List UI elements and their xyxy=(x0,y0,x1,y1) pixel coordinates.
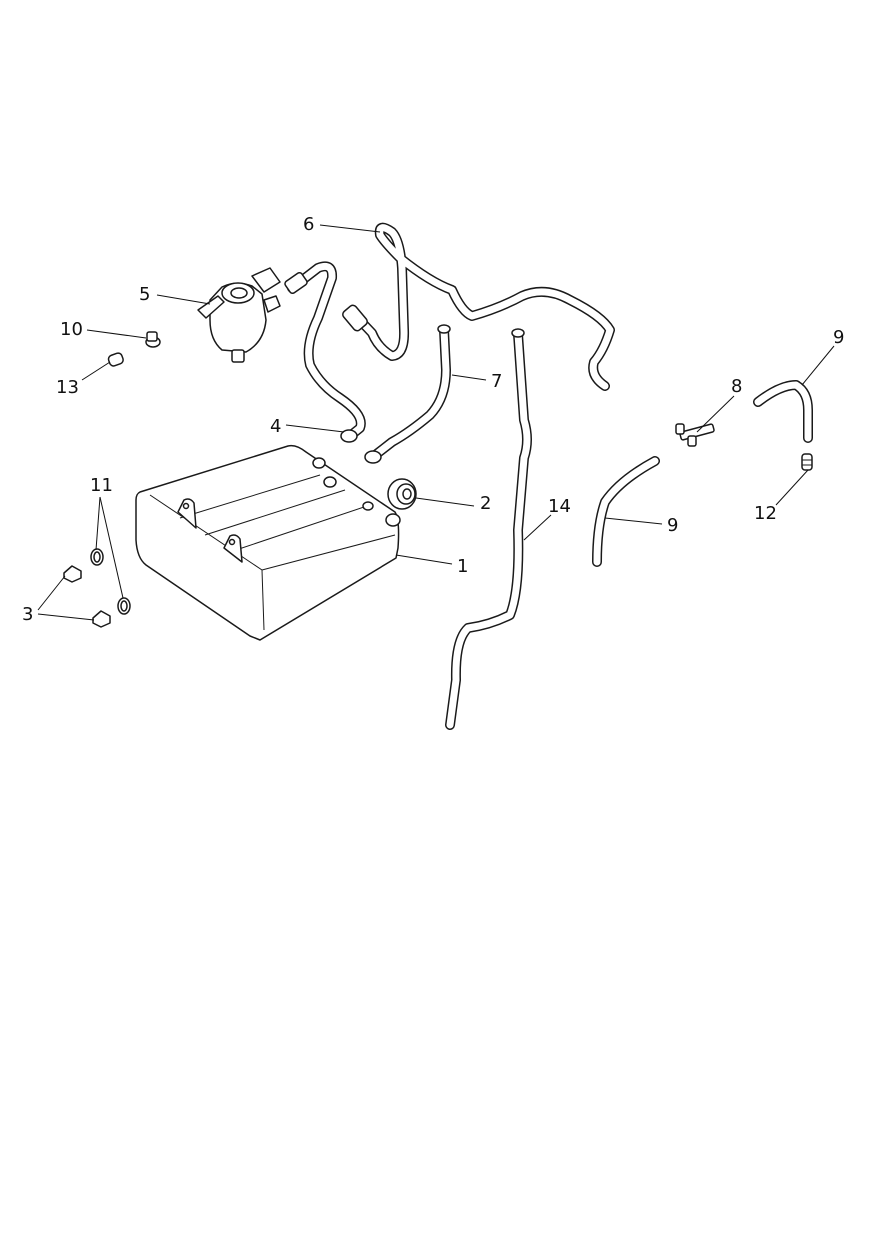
callout-13: 13 xyxy=(56,377,79,398)
part-9-hose-upper xyxy=(753,380,813,443)
callout-8: 8 xyxy=(731,376,742,397)
part-11-washers xyxy=(90,548,131,615)
callout-3: 3 xyxy=(22,604,33,625)
part-13-cap xyxy=(107,352,124,367)
callout-1: 1 xyxy=(457,556,468,577)
callout-9b: 9 xyxy=(667,515,678,536)
part-1-canister xyxy=(135,444,401,641)
callout-4: 4 xyxy=(270,416,281,437)
callout-14: 14 xyxy=(548,496,571,517)
part-6-hose xyxy=(342,222,615,391)
part-10-bolt xyxy=(145,331,161,348)
part-5-valve xyxy=(197,267,281,363)
callout-12: 12 xyxy=(754,503,777,524)
callout-6: 6 xyxy=(303,214,314,235)
part-14-hose xyxy=(445,328,532,730)
part-7-hose xyxy=(364,324,451,464)
part-9-hose-lower xyxy=(592,456,660,567)
part-3-bolts xyxy=(63,565,111,628)
part-12-fitting xyxy=(801,453,813,471)
callout-10: 10 xyxy=(60,319,83,340)
part-2-grommet xyxy=(387,478,417,510)
part-4-hose xyxy=(284,261,366,443)
callout-11: 11 xyxy=(90,475,113,496)
callout-7: 7 xyxy=(491,371,502,392)
leader-lines xyxy=(37,224,835,621)
callout-9a: 9 xyxy=(833,327,844,348)
callout-labels: 1 2 3 4 5 6 7 8 9 9 10 11 12 13 14 xyxy=(22,214,844,625)
part-8-connector xyxy=(675,423,715,447)
callout-2: 2 xyxy=(480,493,491,514)
callout-5: 5 xyxy=(139,284,150,305)
